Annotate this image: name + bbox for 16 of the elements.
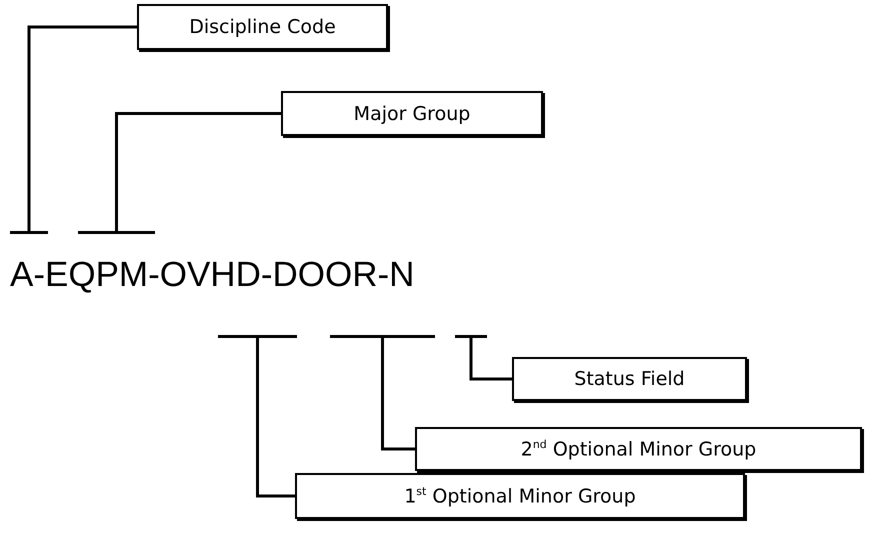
label-box: Discipline Code	[137, 4, 388, 50]
bracket-bar	[10, 231, 48, 234]
bracket-bar	[218, 335, 297, 338]
leader-line	[470, 338, 512, 380]
leader-line	[115, 112, 281, 231]
layer-name-code: A-EQPM-OVHD-DOOR-N	[10, 255, 414, 295]
bracket-bar	[78, 231, 155, 234]
label-box: 1$^{st}$ Optional Minor Group	[295, 473, 745, 519]
label-box: 2$^{nd}$ Optional Minor Group	[415, 427, 862, 471]
leader-line	[28, 26, 137, 231]
label-box: Major Group	[281, 91, 543, 136]
leader-line	[256, 338, 295, 498]
label-box: Status Field	[512, 357, 747, 401]
bracket-bar	[455, 335, 487, 338]
bracket-bar	[330, 335, 435, 338]
leader-line	[381, 338, 415, 450]
